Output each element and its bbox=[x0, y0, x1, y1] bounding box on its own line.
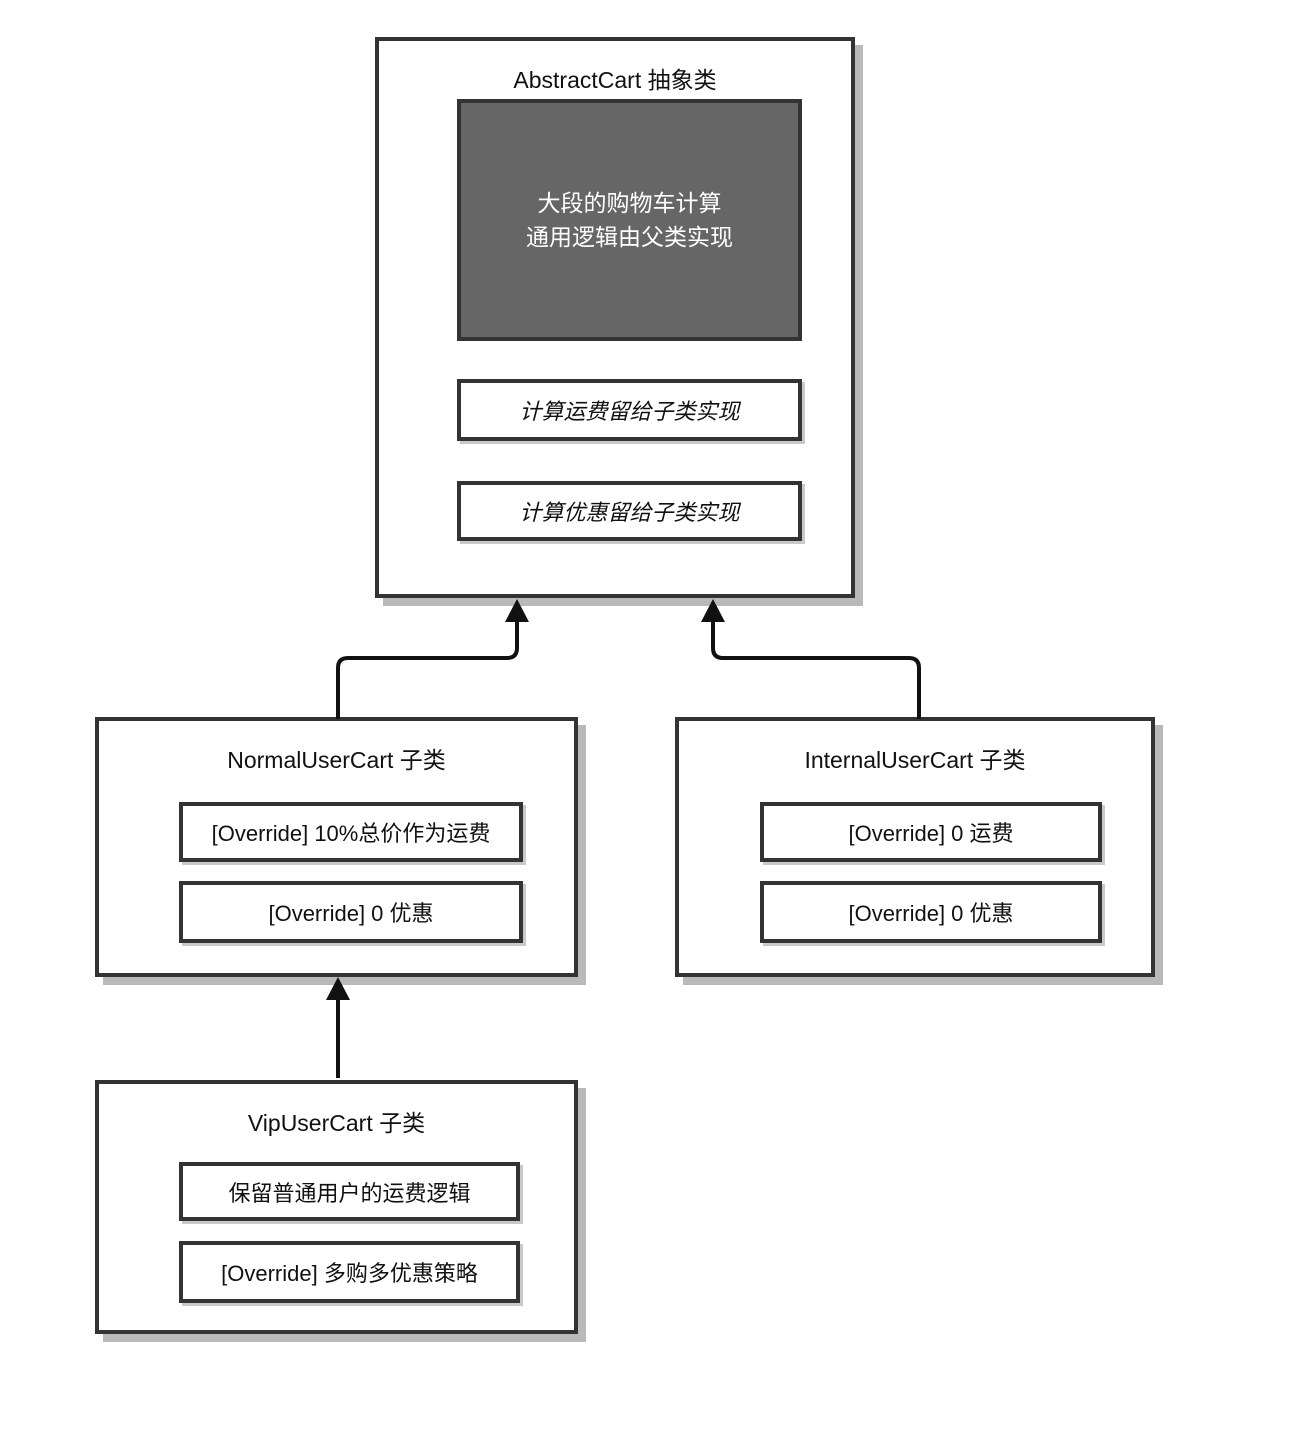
abstract-method-shipping: 计算运费留给子类实现 bbox=[457, 379, 802, 441]
internal-method-discount: [Override] 0 优惠 bbox=[760, 881, 1102, 943]
node-internal-user-cart: InternalUserCart 子类 [Override] 0 运费 [Ove… bbox=[675, 717, 1155, 977]
vip-method-discount: [Override] 多购多优惠策略 bbox=[179, 1241, 520, 1303]
abstract-method-discount: 计算优惠留给子类实现 bbox=[457, 481, 802, 541]
arrow-normal-to-abstract bbox=[336, 599, 529, 719]
node-vip-user-cart-title: VipUserCart 子类 bbox=[247, 1110, 426, 1136]
arrow-internal-to-abstract bbox=[701, 599, 921, 719]
node-normal-user-cart: NormalUserCart 子类 [Override] 10%总价作为运费 [… bbox=[95, 717, 578, 977]
arrow-vip-to-normal bbox=[326, 977, 350, 1078]
node-vip-user-cart: VipUserCart 子类 保留普通用户的运费逻辑 [Override] 多购… bbox=[95, 1080, 578, 1334]
dark-note-line-1: 大段的购物车计算 bbox=[537, 190, 722, 216]
node-abstract-cart-title: AbstractCart 抽象类 bbox=[513, 67, 717, 93]
abstract-cart-dark-note: 大段的购物车计算 通用逻辑由父类实现 bbox=[457, 99, 802, 341]
node-abstract-cart: AbstractCart 抽象类 大段的购物车计算 通用逻辑由父类实现 计算运费… bbox=[375, 37, 855, 598]
internal-method-shipping: [Override] 0 运费 bbox=[760, 802, 1102, 862]
vip-method-shipping: 保留普通用户的运费逻辑 bbox=[179, 1162, 520, 1221]
dark-note-line-2: 通用逻辑由父类实现 bbox=[526, 224, 733, 250]
node-normal-user-cart-title: NormalUserCart 子类 bbox=[227, 747, 446, 773]
normal-method-shipping: [Override] 10%总价作为运费 bbox=[179, 802, 523, 862]
normal-method-discount: [Override] 0 优惠 bbox=[179, 881, 523, 943]
node-internal-user-cart-title: InternalUserCart 子类 bbox=[804, 747, 1026, 773]
